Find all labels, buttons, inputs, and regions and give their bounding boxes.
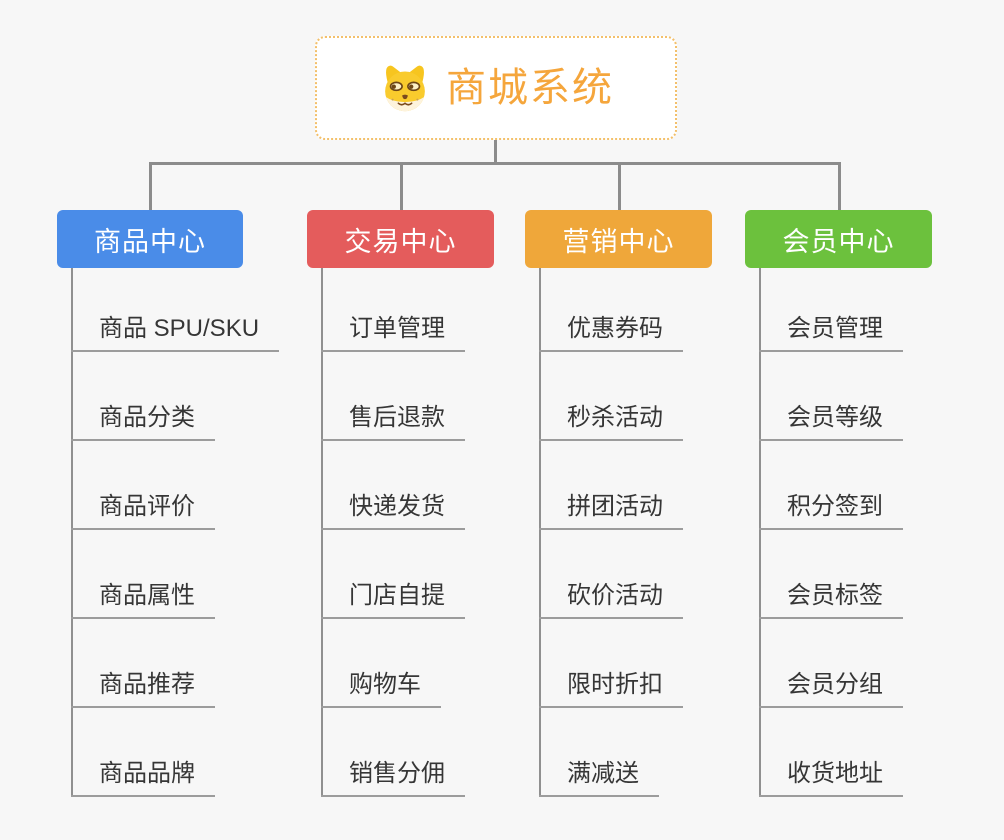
connector-branch-drop <box>149 162 152 210</box>
child-item[interactable]: 商品推荐 <box>71 662 215 708</box>
child-item[interactable]: 会员标签 <box>759 573 903 619</box>
branch-trunk-line <box>71 268 73 797</box>
child-item[interactable]: 会员等级 <box>759 395 903 441</box>
branch-header-1[interactable]: 交易中心 <box>307 210 494 268</box>
child-item[interactable]: 会员分组 <box>759 662 903 708</box>
branch-header-2[interactable]: 营销中心 <box>525 210 712 268</box>
branch-header-0[interactable]: 商品中心 <box>57 210 243 268</box>
child-item[interactable]: 会员管理 <box>759 306 903 352</box>
child-item[interactable]: 秒杀活动 <box>539 395 683 441</box>
branch-header-3[interactable]: 会员中心 <box>745 210 932 268</box>
child-item[interactable]: 购物车 <box>321 662 441 708</box>
child-item[interactable]: 积分签到 <box>759 484 903 530</box>
connector-branch-drop <box>400 162 403 210</box>
root-title: 商城系统 <box>446 66 614 110</box>
child-item[interactable]: 优惠券码 <box>539 306 683 352</box>
child-item[interactable]: 拼团活动 <box>539 484 683 530</box>
branch-label: 会员中心 <box>782 226 895 257</box>
child-item[interactable]: 门店自提 <box>321 573 465 619</box>
child-item[interactable]: 收货地址 <box>759 751 903 797</box>
child-item[interactable]: 订单管理 <box>321 306 465 352</box>
child-item[interactable]: 商品属性 <box>71 573 215 619</box>
connector-root-stub <box>494 140 497 165</box>
branch-label: 营销中心 <box>562 226 675 257</box>
child-item[interactable]: 快递发货 <box>321 484 465 530</box>
child-item[interactable]: 商品分类 <box>71 395 215 441</box>
child-item[interactable]: 商品 SPU/SKU <box>71 306 280 352</box>
branch-trunk-line <box>321 268 323 797</box>
child-item[interactable]: 售后退款 <box>321 395 465 441</box>
branch-trunk-line <box>539 268 541 797</box>
child-item[interactable]: 限时折扣 <box>539 662 683 708</box>
child-item[interactable]: 砍价活动 <box>539 573 683 619</box>
branch-trunk-line <box>759 268 761 797</box>
connector-rail <box>149 162 840 165</box>
dog-face-icon <box>378 64 432 112</box>
child-item[interactable]: 商品评价 <box>71 484 215 530</box>
child-item[interactable]: 商品品牌 <box>71 751 215 797</box>
connector-branch-drop <box>838 162 841 210</box>
child-item[interactable]: 销售分佣 <box>321 751 465 797</box>
root-node[interactable]: 商城系统 <box>315 36 677 140</box>
branch-label: 商品中心 <box>94 226 206 257</box>
connector-branch-drop <box>618 162 621 210</box>
branch-label: 交易中心 <box>344 226 457 257</box>
child-item[interactable]: 满减送 <box>539 751 659 797</box>
